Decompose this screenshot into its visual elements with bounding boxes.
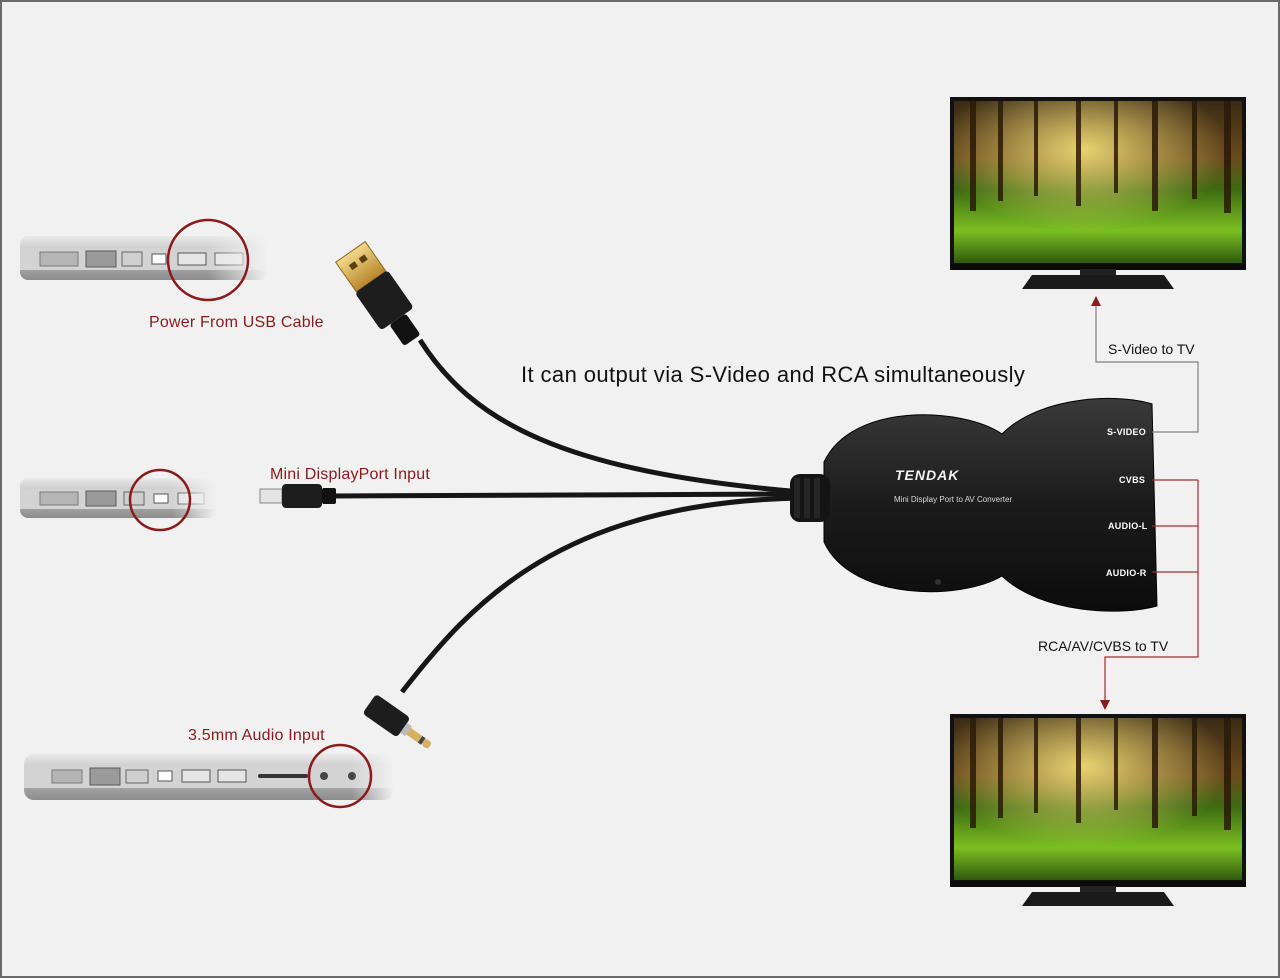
tv-rca (950, 714, 1246, 906)
tv-svideo (950, 97, 1246, 289)
label-audio-input: 3.5mm Audio Input (188, 727, 325, 744)
minidp-plug (259, 484, 336, 508)
audio-cable (400, 495, 803, 694)
svideo-output-line (1095, 304, 1199, 433)
converter-model: Mini Display Port to AV Converter (894, 495, 1013, 504)
highlight-circle-audio (307, 743, 373, 809)
port-cvbs: CVBS (1119, 475, 1146, 485)
highlight-circle-usb (166, 218, 250, 302)
label-mini-displayport: Mini DisplayPort Input (270, 466, 431, 483)
headline: It can output via S-Video and RCA simult… (521, 362, 1026, 387)
port-svideo: S-VIDEO (1107, 427, 1147, 437)
label-svideo-to-tv: S-Video to TV (1108, 341, 1195, 357)
laptop-usb-side (20, 236, 268, 280)
label-usb-power: Power From USB Cable (149, 314, 324, 331)
rca-output-line (1104, 480, 1199, 702)
svideo-arrow (1091, 296, 1101, 306)
converter-brand: TENDAK (895, 467, 960, 483)
usb-plug (335, 240, 420, 345)
minidp-cable (331, 491, 803, 499)
port-audio-l: AUDIO-L (1108, 521, 1148, 531)
label-rca-to-tv: RCA/AV/CVBS to TV (1038, 638, 1169, 654)
highlight-circle-minidp (128, 468, 192, 532)
port-audio-r: AUDIO-R (1106, 568, 1147, 578)
rca-arrow (1100, 700, 1110, 710)
laptop-audio-side (24, 754, 394, 800)
converter-device (790, 397, 1158, 612)
usb-cable (417, 338, 803, 495)
audio-plug (363, 695, 431, 749)
